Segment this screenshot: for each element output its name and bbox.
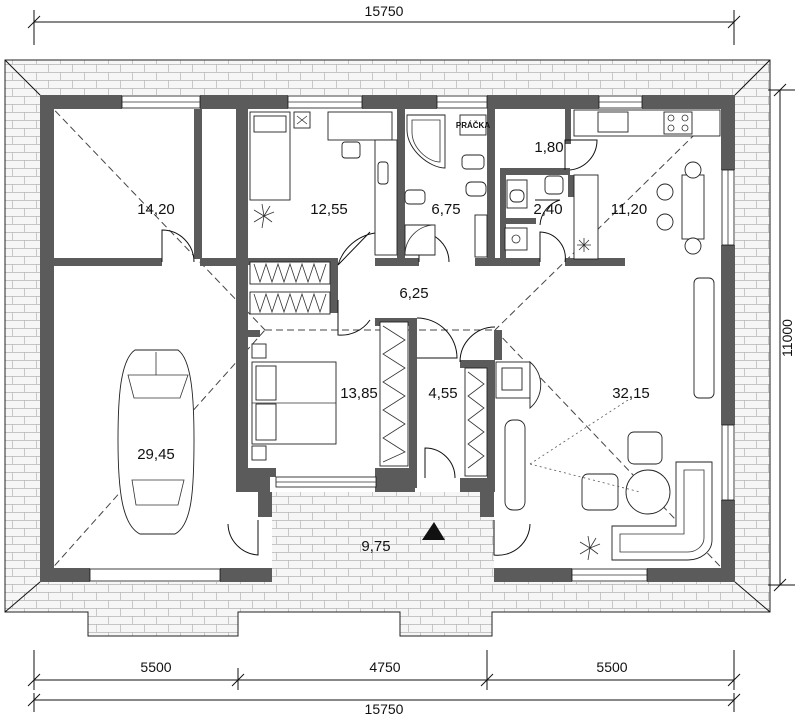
tv-cabinet xyxy=(693,277,715,399)
plant-icon xyxy=(253,203,275,229)
area-living-room: 32,15 xyxy=(612,385,650,402)
windows xyxy=(89,95,735,582)
area-hall: 6,25 xyxy=(399,285,428,302)
chair xyxy=(341,141,361,159)
room-areas: 14,20 29,45 12,55 6,75 1,80 2,40 11,20 6… xyxy=(137,121,650,555)
dimension-total-bottom: 15750 xyxy=(365,701,404,717)
dimension-left: 5500 xyxy=(140,659,171,675)
area-kitchen-dining: 11,20 xyxy=(611,201,647,218)
dimension-lines xyxy=(27,10,795,712)
dimension-middle: 4750 xyxy=(369,659,400,675)
dimension-height: 11000 xyxy=(779,319,795,357)
wc-toilet xyxy=(544,175,564,195)
kitchen-counter xyxy=(573,109,721,137)
area-corridor: 4,55 xyxy=(428,385,457,402)
area-garage: 29,45 xyxy=(137,446,175,463)
corner-sofa xyxy=(611,461,713,561)
area-bedroom-2: 13,85 xyxy=(340,385,378,402)
washing-machine-label: PRÁČKA xyxy=(456,121,490,130)
dimension-labels: 15750 5500 4750 5500 15750 11000 xyxy=(140,3,795,717)
walls xyxy=(40,95,735,582)
fridge-icon xyxy=(577,238,591,252)
dimension-right: 5500 xyxy=(596,659,627,675)
bathtub xyxy=(406,114,446,169)
entrance-arrow-icon xyxy=(422,522,445,540)
furniture xyxy=(117,109,721,561)
plant-icon xyxy=(579,535,601,561)
wardrobe-2 xyxy=(379,321,409,467)
area-garage-storage: 14,20 xyxy=(137,201,175,218)
area-bedroom-1: 12,55 xyxy=(310,201,348,218)
area-bathroom: 6,75 xyxy=(431,201,460,218)
dining-table xyxy=(681,174,705,240)
car xyxy=(117,349,195,535)
washing-machine xyxy=(459,114,487,136)
doors xyxy=(161,139,598,556)
bath-sink xyxy=(404,189,426,205)
area-pantry: 1,80 xyxy=(534,139,563,156)
wardrobe xyxy=(374,139,398,256)
area-entrance-terrace: 9,75 xyxy=(361,538,390,555)
area-wc: 2,40 xyxy=(533,201,562,218)
desk xyxy=(327,111,393,141)
coffee-table xyxy=(625,469,671,515)
dimension-total-top: 15750 xyxy=(365,3,404,19)
